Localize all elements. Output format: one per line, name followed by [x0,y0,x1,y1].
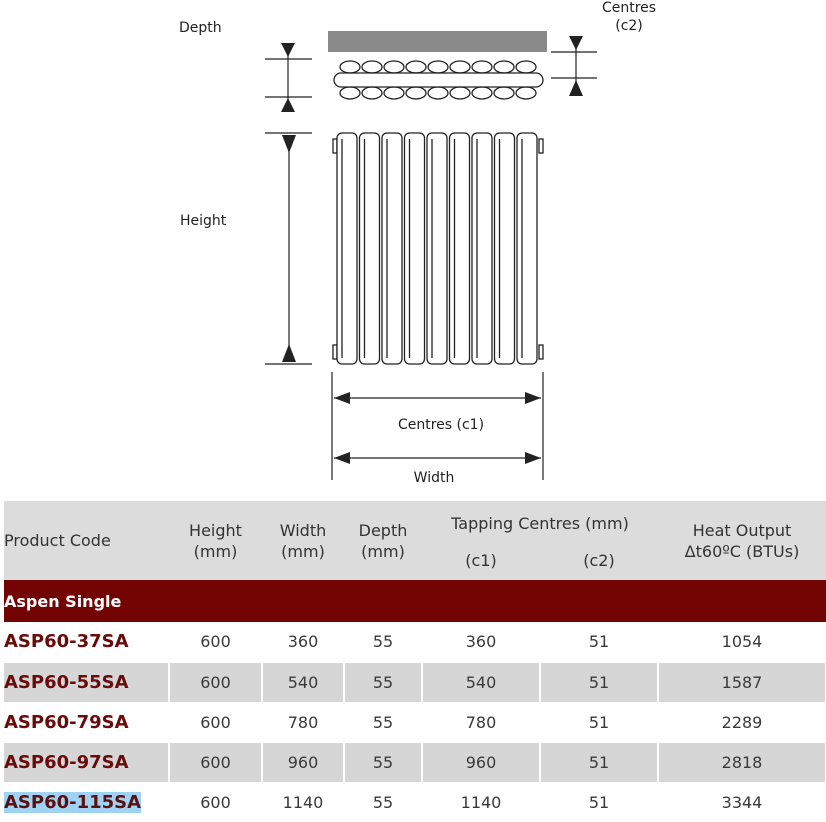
depth-dimension [265,43,312,112]
cell-c2: 51 [540,622,659,663]
cell-width: 540 [262,662,345,703]
cell-c1: 780 [422,702,541,743]
table-row: ASP60-115SA 600 1140 55 1140 51 3344 [4,782,826,822]
depth-label: Depth [179,20,222,36]
table-row: ASP60-37SA 600 360 55 360 51 1054 [4,622,826,663]
cell-c2: 51 [540,702,659,743]
top-view-bar [328,31,547,52]
height-label: Height [180,213,227,229]
cell-depth: 55 [344,622,423,663]
header-width: Width (mm) [262,501,344,580]
cell-heat-output: 2289 [658,702,826,743]
cell-c1: 540 [422,662,541,703]
cell-depth: 55 [344,662,423,703]
header-depth: Depth (mm) [344,501,422,580]
header-height-line2: (mm) [193,541,238,561]
cell-c1: 360 [422,622,541,663]
centres-c2-label: Centres (c2) [602,0,656,35]
table-subheader-row: (c1) (c2) [4,540,826,580]
cell-c2: 51 [540,782,659,822]
selected-product-code[interactable]: ASP60-115SA [4,791,142,813]
cell-product-code: ASP60-55SA [4,662,170,703]
cell-height: 600 [169,662,263,703]
cell-c1: 1140 [422,782,541,822]
group-row-aspen-single: Aspen Single [4,580,826,622]
header-c1: (c1) [422,540,540,580]
header-heat-output: Heat Output Δt60ºC (BTUs) [658,501,826,580]
header-depth-line2: (mm) [361,541,405,561]
cell-width: 960 [262,742,345,783]
cell-c2: 51 [540,662,659,703]
cell-product-code: ASP60-79SA [4,702,170,743]
top-view-tubes [333,60,544,100]
width-label: Width [413,470,455,486]
cell-depth: 55 [344,702,423,743]
table-header-row: Product Code Height (mm) Width (mm) Dept… [4,501,826,580]
header-tapping-centres: Tapping Centres (mm) [422,501,658,540]
radiator-drawing [265,31,597,480]
header-heat-line1: Heat Output [692,520,792,540]
cell-height: 600 [169,622,263,663]
header-depth-line1: Depth [358,520,408,540]
centres-c2-label-line1: Centres [601,0,657,16]
group-label: Aspen Single [4,580,826,622]
cell-height: 600 [169,782,263,822]
cell-heat-output: 2818 [658,742,826,783]
cell-height: 600 [169,702,263,743]
cell-heat-output: 3344 [658,782,826,822]
header-heat-line2: Δt60ºC (BTUs) [684,541,800,561]
table-row: ASP60-55SA 600 540 55 540 51 1587 [4,662,826,703]
header-product-code: Product Code [4,501,169,580]
height-dimension [265,132,312,365]
cell-width: 1140 [262,782,345,822]
cell-product-code: ASP60-97SA [4,742,170,783]
header-height-line1: Height [189,520,242,540]
centres-c2-label-line2: (c2) [615,18,643,34]
table-row: ASP60-79SA 600 780 55 780 51 2289 [4,702,826,743]
header-height: Height (mm) [169,501,262,580]
cell-width: 780 [262,702,345,743]
cell-product-code: ASP60-37SA [4,622,170,663]
cell-depth: 55 [344,742,423,783]
cell-heat-output: 1587 [658,662,826,703]
cell-heat-output: 1054 [658,622,826,663]
cell-depth: 55 [344,782,423,822]
header-c2: (c2) [540,540,658,580]
spec-table: Product Code Height (mm) Width (mm) Dept… [4,501,826,822]
table-row: ASP60-97SA 600 960 55 960 51 2818 [4,742,826,783]
cell-c2: 51 [540,742,659,783]
cell-height: 600 [169,742,263,783]
header-tapping-title: Tapping Centres (mm) [451,514,629,533]
centres-c2-dimension [551,36,597,96]
header-width-line1: Width [279,520,327,540]
cell-product-code[interactable]: ASP60-115SA [4,782,170,822]
width-dimension [331,372,544,480]
cell-c1: 960 [422,742,541,783]
front-view-columns [332,132,544,365]
header-width-line2: (mm) [281,541,325,561]
centres-c1-label: Centres (c1) [397,417,485,433]
cell-width: 360 [262,622,345,663]
radiator-dimension-diagram: Depth Centres (c2) Height Centres (c1) W… [179,0,656,486]
